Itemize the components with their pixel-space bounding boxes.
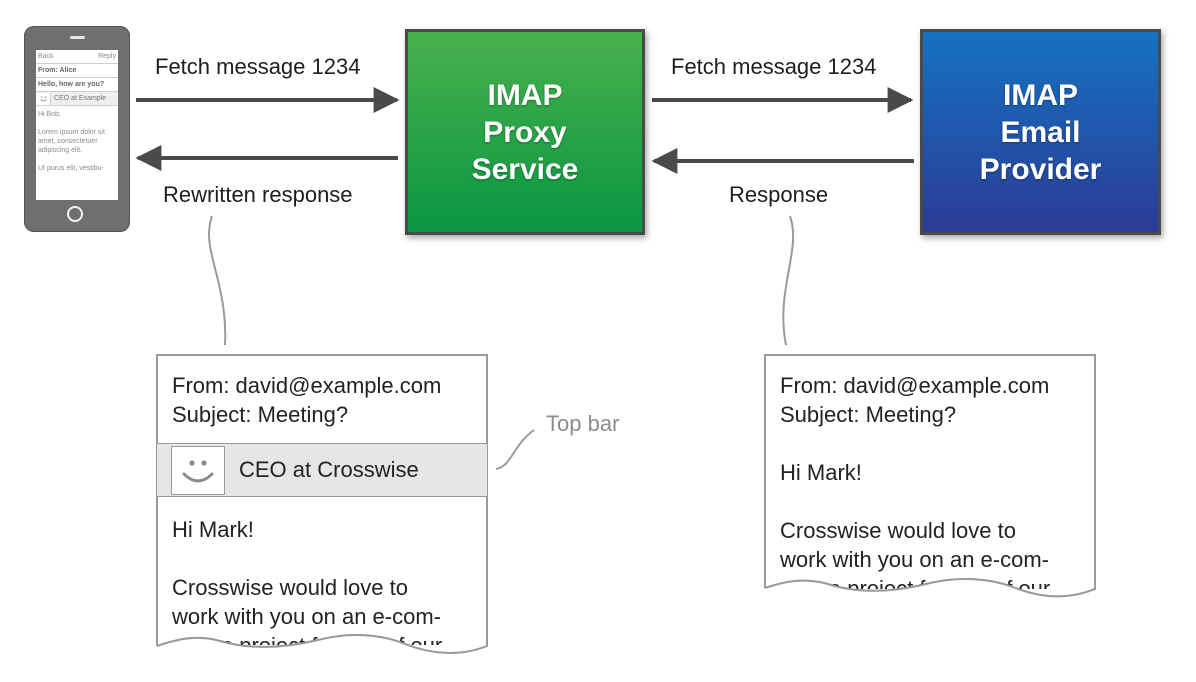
top-bar-label: CEO at Crosswise xyxy=(239,457,419,482)
rewritten-email-from: From: david@example.com xyxy=(172,373,442,398)
mobile-phone: Back Reply From: Alice Hello, how are yo… xyxy=(24,26,130,232)
phone-top-bar: CEO at Example xyxy=(36,92,118,106)
fetch-message-label-left: Fetch message 1234 xyxy=(155,54,361,79)
response-label: Response xyxy=(729,182,829,207)
phone-body-paragraph-1: Lorem ipsum dolor sit amet, consectetuer… xyxy=(38,129,105,154)
top-bar-callout-line xyxy=(495,429,535,470)
phone-speaker xyxy=(70,36,85,39)
imap-email-provider-box: IMAP Email Provider xyxy=(920,29,1161,235)
original-email-from: From: david@example.com xyxy=(780,373,1050,398)
email-provider-label: IMAP Email Provider xyxy=(979,78,1102,186)
imap-proxy-service-box: IMAP Proxy Service xyxy=(405,29,645,235)
original-email-greeting: Hi Mark! xyxy=(780,460,862,485)
phone-message-body: Hi Bob, Lorem ipsum dolor sit amet, cons… xyxy=(36,106,118,186)
response-callout-line xyxy=(782,215,795,346)
phone-reply-button[interactable]: Reply xyxy=(98,53,116,60)
phone-subject: Hello, how are you? xyxy=(36,78,118,92)
smiley-icon xyxy=(171,446,225,495)
fetch-message-label-right: Fetch message 1234 xyxy=(671,54,877,79)
original-email-body-line-2: work with you on an e-com- xyxy=(780,547,1049,572)
rewritten-email-header: From: david@example.com Subject: Meeting… xyxy=(172,371,441,429)
crosswise-top-bar: CEO at Crosswise xyxy=(157,443,487,497)
phone-home-button[interactable] xyxy=(67,206,83,222)
rewritten-email-body-line-2: work with you on an e-com- xyxy=(172,604,441,629)
rewritten-callout-line xyxy=(208,215,227,346)
phone-from: From: Alice xyxy=(36,64,118,78)
phone-smiley-icon xyxy=(36,92,51,105)
proxy-service-label: IMAP Proxy Service xyxy=(471,78,579,186)
rewritten-response-label: Rewritten response xyxy=(163,182,353,207)
phone-top-bar-label: CEO at Example xyxy=(54,95,107,102)
top-bar-annotation: Top bar xyxy=(546,411,620,436)
phone-back-button[interactable]: Back xyxy=(38,53,54,60)
rewritten-email-body-line-1: Crosswise would love to xyxy=(172,575,408,600)
phone-screen: Back Reply From: Alice Hello, how are yo… xyxy=(36,50,118,200)
phone-greeting: Hi Bob, xyxy=(38,111,61,118)
phone-nav-bar: Back Reply xyxy=(36,50,118,64)
rewritten-email-greeting: Hi Mark! xyxy=(172,517,254,542)
rewritten-email-subject: Subject: Meeting? xyxy=(172,402,349,427)
original-email-body-line-1: Crosswise would love to xyxy=(780,518,1016,543)
phone-body-paragraph-2: Ut purus elit, vestibu- xyxy=(38,165,104,172)
original-email-subject: Subject: Meeting? xyxy=(780,402,957,427)
